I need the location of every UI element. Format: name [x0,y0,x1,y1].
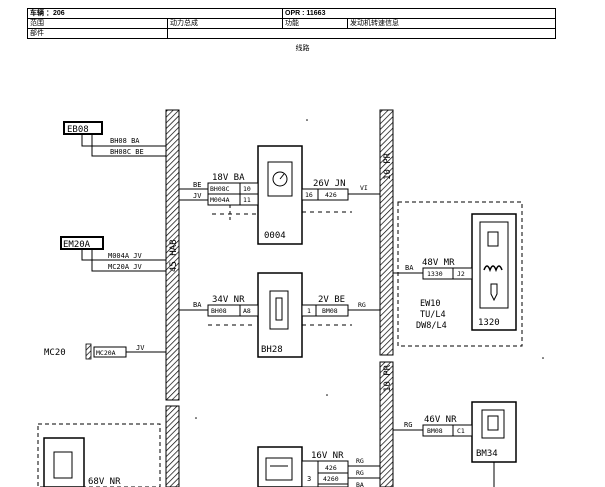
bh28-left-c: BA [193,301,202,309]
c0004-left-w1: BH08C [210,185,230,193]
bh28-right-pin: 1 [307,307,311,315]
c0004-left-p1: 10 [243,185,251,193]
em20a-wire1: M004A JV [108,252,143,260]
component-bm34: BM34 46V NR BM08 C1 RG [393,401,517,487]
bh28-left-conn: 34V NR [212,295,245,305]
bottom-left-conn: 68V NR [88,477,121,487]
mc20-label: MC20 [44,348,66,358]
c1320-pin: J2 [457,270,465,278]
bm34-c: RG [404,421,412,429]
chip-icon [487,231,499,247]
eb08-wire2: BH08C BE [110,148,144,156]
em20a-wire2: MC20A JV [108,263,143,271]
gauge-icon [272,171,288,187]
bus-left-label: 45 HAB [169,239,179,272]
injector-icon [490,283,498,302]
c0004-right-pin: 16 [305,191,313,199]
bus-right-label-a: 10 PR [383,152,393,180]
fuse-icon [275,297,283,321]
relay-icon [487,415,499,431]
eb08-wire1: BH08 BA [110,137,140,145]
display-icon [265,457,293,481]
part-value [167,28,556,39]
bh28-label: BH28 [261,345,283,355]
bottom-conn: 16V NR [311,451,344,461]
c0004-left-w2: M004A [210,196,230,204]
bm34-label: BM34 [476,449,498,459]
bottom-wire-1: 4260 [323,475,339,483]
component-0004: 0004 18V BA BH08C 10 M004A 11 BE JV 26V … [179,145,380,245]
bottom-color-2: BA [356,481,364,487]
bm34-conn: 46V NR [424,415,457,425]
bh28-left-wire: BH08 [211,307,227,315]
connector-eb08: EB08 BH08 BA BH08C BE [63,121,166,157]
c1320-wire: 1330 [427,270,443,278]
bottom-color-1: RG [356,469,364,477]
ecu-icon [53,451,73,479]
bus-right-label-b: 10 PR [383,364,393,392]
c0004-left-p2: 11 [243,196,251,204]
bus-left: 45 HAB [165,109,180,487]
bh28-right-wire: BM08 [322,307,338,315]
component-bh28: BH28 34V NR BH08 A8 BA 2V BE 1 BM08 RG [179,272,380,358]
bottom-color-0: RG [356,457,364,465]
bottom-components: 68V NR 16V NR 3 426 4260 RG RG BA [37,423,380,487]
c0004-right-c: VI [360,184,368,192]
ground-mc20: MC20 MC20A JV [44,343,166,360]
bh28-right-conn: 2V BE [318,295,345,305]
bm34-pin: C1 [457,427,465,435]
bottom-pin: 3 [307,475,311,483]
bm34-wire: BM08 [427,427,443,435]
diagram-caption: 线路 [295,45,310,52]
bh28-right-c: RG [358,301,366,309]
em20a-label: EM20A [63,240,91,250]
bh28-left-pin: A8 [243,307,251,315]
c1320-variant-0: EW10 [420,299,440,309]
c1320-conn: 48V MR [422,258,455,268]
eb08-label: EB08 [67,125,89,135]
c0004-label: 0004 [264,231,286,241]
connector-em20a: EM20A M004A JV MC20A JV [60,236,166,272]
mc20-box-label: MC20A [96,349,116,357]
c0004-right-conn: 26V JN [313,179,346,189]
c0004-left-c1: BE [193,181,201,189]
coil-icon [483,265,503,273]
c1320-variant-1: TU/L4 [420,310,446,320]
mc20-color: JV [136,344,145,352]
c1320-label: 1320 [478,318,500,328]
c0004-left-c2: JV [193,192,202,200]
c1320-c: BA [405,264,414,272]
bottom-wire-0: 426 [325,464,337,472]
decorative-dots [195,119,544,419]
component-1320: 1320 48V MR 1330 J2 BA EW10 TU/L4 DW8/L4 [393,201,523,347]
header-table: 车辆 ：206 OPR : 11663 范围 动力总成 功能 发动机转速信息 部… [27,8,556,39]
c0004-left-conn: 18V BA [212,173,245,183]
c0004-right-wire: 426 [325,191,337,199]
bus-right: 10 PR 10 PR [379,109,394,487]
c1320-variant-2: DW8/L4 [416,321,447,331]
